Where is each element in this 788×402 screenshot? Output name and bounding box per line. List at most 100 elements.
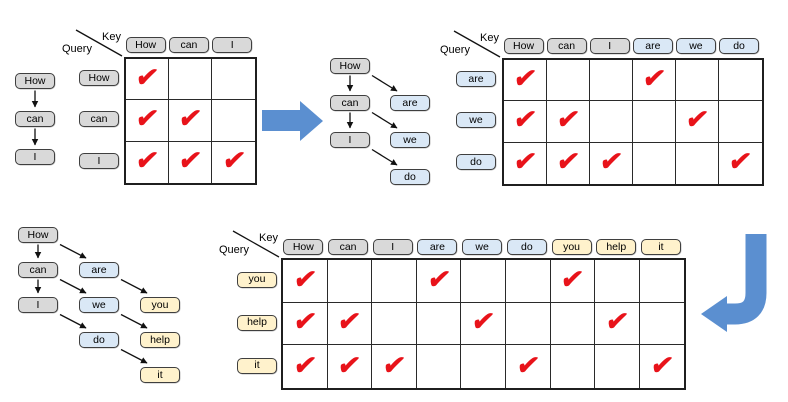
matrix-cell-r0c7 [595,260,640,303]
matrix-cell-r1c3 [632,101,676,143]
chain-token-can: can [15,111,55,127]
chain-token-do: do [390,169,430,185]
matrix-cell-r0c2 [372,260,417,303]
chain-token-how: How [15,73,55,89]
chain-token-are: are [390,95,430,111]
matrix-cell-r1c5 [505,302,551,346]
matrix-cell-r1c4: ✔ [675,101,719,143]
matrix-cell-r1c5 [718,101,762,143]
check-icon: ✔ [511,146,539,177]
check-icon: ✔ [640,63,668,94]
query-axis-label: Query [440,44,470,56]
chain-token-you: you [140,297,180,313]
check-icon: ✔ [220,145,248,176]
check-icon: ✔ [291,349,319,380]
chain-token-do: do [79,332,119,348]
matrix-cell-r2c1: ✔ [168,141,212,183]
matrix-cell-r0c3: ✔ [416,260,462,303]
matrix-cell-r0c1 [168,59,212,101]
key-header-help: help [596,239,637,255]
edge-arrow [59,278,87,294]
query-label-we: we [456,112,496,129]
key-header-are: are [632,38,673,54]
matrix-cell-r1c7: ✔ [595,302,640,346]
matrix-cell-r2c4 [675,142,719,184]
matrix-cell-r1c4: ✔ [461,302,506,346]
edge-arrow [371,111,398,129]
matrix-cell-r0c2 [211,59,255,101]
check-icon: ✔ [603,306,631,337]
chain-token-i: I [330,132,370,148]
matrix-cell-r2c3 [416,345,462,388]
matrix-cell-r0c1 [327,260,373,303]
check-icon: ✔ [380,349,408,380]
key-header-we: we [462,239,503,255]
matrix-cell-r0c8 [639,260,685,303]
query-label-are: are [456,70,496,87]
matrix-cell-r2c5: ✔ [505,345,551,388]
chain-token-it: it [140,367,180,383]
matrix-cell-r0c5 [718,60,762,102]
stage-transition-arrow-icon [262,101,323,141]
matrix-cell-r1c1: ✔ [168,100,212,142]
matrix-cell-r2c1: ✔ [327,345,373,388]
key-header-are: are [417,239,458,255]
matrix-cell-r2c0: ✔ [126,141,169,183]
key-header-we: we [675,38,716,54]
chain-token-can: can [18,262,58,278]
matrix-cell-r1c0: ✔ [504,101,547,143]
matrix-cell-r0c0: ✔ [126,59,169,101]
matrix-cell-r2c8: ✔ [639,345,685,388]
matrix-cell-r2c0: ✔ [283,345,328,388]
matrix-cell-r2c3 [632,142,676,184]
key-header-how: How [125,37,166,53]
loop-arrow-icon [701,296,727,332]
key-header-i: I [372,239,413,255]
matrix-cell-r0c2 [589,60,633,102]
query-label-i: I [79,153,119,169]
key-header-it: it [640,239,681,255]
query-label-help: help [237,314,277,331]
check-icon: ✔ [511,104,539,135]
matrix-cell-r1c1: ✔ [546,101,590,143]
edge-arrow [120,278,148,294]
check-icon: ✔ [425,263,453,294]
query-label-it: it [237,357,277,374]
matrix-cell-r2c7 [595,345,640,388]
key-header-you: you [551,239,592,255]
check-icon: ✔ [176,145,204,176]
matrix-cell-r2c1: ✔ [546,142,590,184]
key-header-i: I [212,37,253,53]
check-icon: ✔ [511,63,539,94]
key-header-can: can [168,37,209,53]
chain-token-are: are [79,262,119,278]
matrix-cell-r1c2 [372,302,417,346]
check-icon: ✔ [559,263,587,294]
matrix-cell-r0c4 [461,260,506,303]
matrix-cell-r2c6 [550,345,596,388]
query-label-can: can [79,111,119,128]
key-axis-label: Key [102,31,121,43]
check-icon: ✔ [683,104,711,135]
check-icon: ✔ [176,103,204,134]
check-icon: ✔ [291,306,319,337]
attention-matrix-stage2: ✔✔✔✔✔✔✔✔✔ [502,58,764,186]
check-icon: ✔ [133,103,161,134]
matrix-cell-r1c3 [416,302,462,346]
check-icon: ✔ [469,306,498,337]
matrix-cell-r0c0: ✔ [504,60,547,102]
check-icon: ✔ [336,306,364,337]
matrix-cell-r1c8 [639,302,685,346]
query-label-you: you [237,271,277,288]
loop-arrow-shaft [727,234,767,325]
edge-arrow [371,148,398,166]
check-icon: ✔ [648,349,676,380]
matrix-cell-r0c6: ✔ [550,260,596,303]
matrix-cell-r2c5: ✔ [718,142,762,184]
matrix-cell-r1c1: ✔ [327,302,373,346]
matrix-cell-r2c2: ✔ [589,142,633,184]
edge-arrow [59,243,87,259]
matrix-cell-r2c0: ✔ [504,142,547,184]
matrix-cell-r0c0: ✔ [283,260,328,303]
chain-token-how: How [18,227,58,243]
